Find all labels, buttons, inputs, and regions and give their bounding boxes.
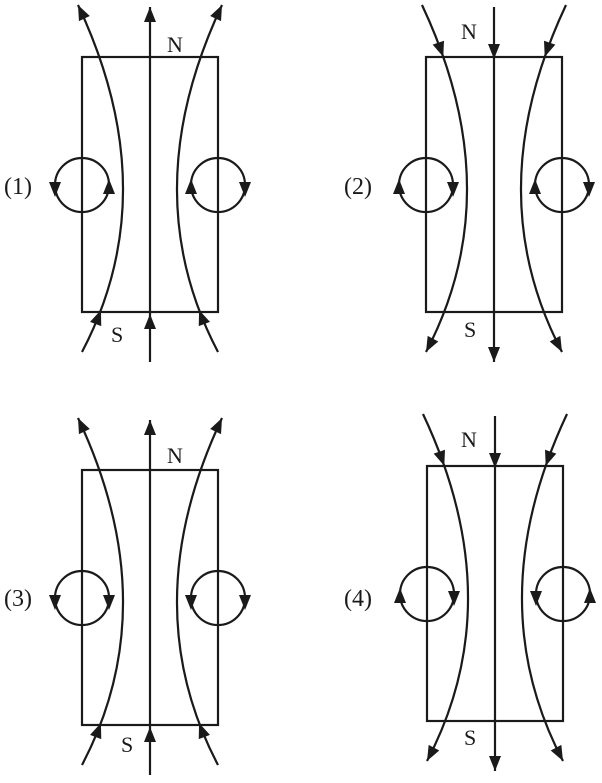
north-pole-label: N <box>461 19 477 44</box>
loop-arrow-down-icon <box>530 591 542 606</box>
loop-arrow-down-icon <box>583 182 595 197</box>
loop-arrow-down-icon <box>49 182 61 197</box>
arrowhead-icon <box>544 40 556 57</box>
current-loop-right <box>185 569 251 627</box>
loop-arrow-down-icon <box>447 182 459 197</box>
panel-2: (2) N S <box>344 4 595 362</box>
current-loop-right <box>185 156 251 214</box>
arrowhead-icon <box>489 453 501 468</box>
loop-arrow-down-icon <box>239 595 251 610</box>
loop-arrow-down-icon <box>185 595 197 610</box>
arrowhead-icon <box>210 5 222 22</box>
panel-label: (2) <box>344 174 372 200</box>
panel-4: (4) N S <box>344 413 596 771</box>
arrowhead-icon <box>198 722 210 740</box>
current-loop-right <box>530 565 596 623</box>
field-line-right <box>175 4 223 353</box>
arrowhead-icon <box>427 744 440 761</box>
north-pole-label: N <box>461 427 477 452</box>
field-line-left <box>77 4 125 353</box>
south-pole-label: S <box>121 732 133 757</box>
arrowhead-icon <box>144 314 156 329</box>
loop-arrow-down-icon <box>448 591 460 606</box>
north-pole-label: N <box>167 32 183 57</box>
arrowhead-icon <box>489 756 501 771</box>
north-pole-label: N <box>167 443 183 468</box>
current-loop-left <box>393 156 459 214</box>
arrowhead-icon <box>545 449 557 466</box>
panel-1: (1) N S <box>4 4 251 362</box>
loop-arrow-up-icon <box>529 179 541 194</box>
arrowhead-icon <box>78 418 90 435</box>
arrowhead-icon <box>426 335 439 352</box>
loop-arrow-up-icon <box>103 179 115 194</box>
arrowhead-icon <box>198 309 210 327</box>
arrowhead-icon <box>550 744 563 761</box>
arrowhead-icon <box>144 727 156 742</box>
current-loop-left <box>49 156 115 214</box>
south-pole-label: S <box>464 317 476 342</box>
panel-label: (4) <box>344 586 372 612</box>
arrowhead-icon <box>144 420 156 435</box>
loop-arrow-up-icon <box>394 588 406 603</box>
south-pole-label: S <box>464 725 476 750</box>
current-loop-left <box>49 569 115 627</box>
loop-arrow-down-icon <box>103 595 115 610</box>
loop-arrow-down-icon <box>49 595 61 610</box>
arrowhead-icon <box>432 40 444 57</box>
panel-label: (1) <box>4 174 32 200</box>
loop-arrow-up-icon <box>185 179 197 194</box>
arrowhead-icon <box>90 722 102 740</box>
arrowhead-icon <box>210 418 222 435</box>
arrowhead-icon <box>488 44 500 59</box>
arrowhead-icon <box>144 7 156 22</box>
arrowhead-icon <box>90 309 102 327</box>
current-loop-left <box>394 565 460 623</box>
arrowhead-icon <box>433 449 445 466</box>
loop-arrow-up-icon <box>393 179 405 194</box>
south-pole-label: S <box>111 322 123 347</box>
panel-3: (3) N S <box>4 417 251 775</box>
field-line-right <box>175 417 223 766</box>
current-loop-right <box>529 156 595 214</box>
panel-label: (3) <box>4 586 32 612</box>
arrowhead-icon <box>488 347 500 362</box>
loop-arrow-down-icon <box>239 182 251 197</box>
arrowhead-icon <box>549 335 562 352</box>
loop-arrow-up-icon <box>584 588 596 603</box>
field-line-left <box>77 417 125 766</box>
arrowhead-icon <box>78 5 90 22</box>
